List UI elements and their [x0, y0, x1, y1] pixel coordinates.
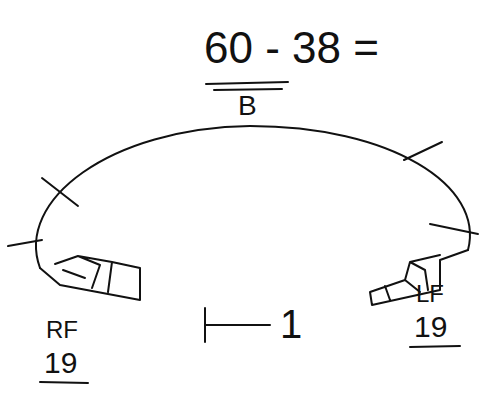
right-bleachers	[370, 250, 468, 305]
position-label: LF	[416, 282, 444, 306]
tick-mark	[430, 224, 478, 234]
count-number: 19	[44, 348, 77, 378]
left-bleachers	[40, 256, 140, 300]
bracket-mark	[205, 324, 270, 326]
count-number: 1	[280, 304, 302, 344]
underline	[214, 89, 282, 90]
equation-note: 60 - 38 =	[204, 26, 379, 70]
count-number: 19	[414, 312, 447, 342]
tick-mark	[8, 240, 42, 246]
position-label: RF	[46, 318, 78, 342]
underline	[410, 346, 460, 347]
base-label: B	[238, 92, 257, 120]
outfield-wall	[36, 126, 470, 268]
tick-mark	[404, 142, 442, 160]
underline	[206, 82, 288, 84]
underline	[40, 382, 88, 383]
tick-mark	[42, 178, 78, 206]
